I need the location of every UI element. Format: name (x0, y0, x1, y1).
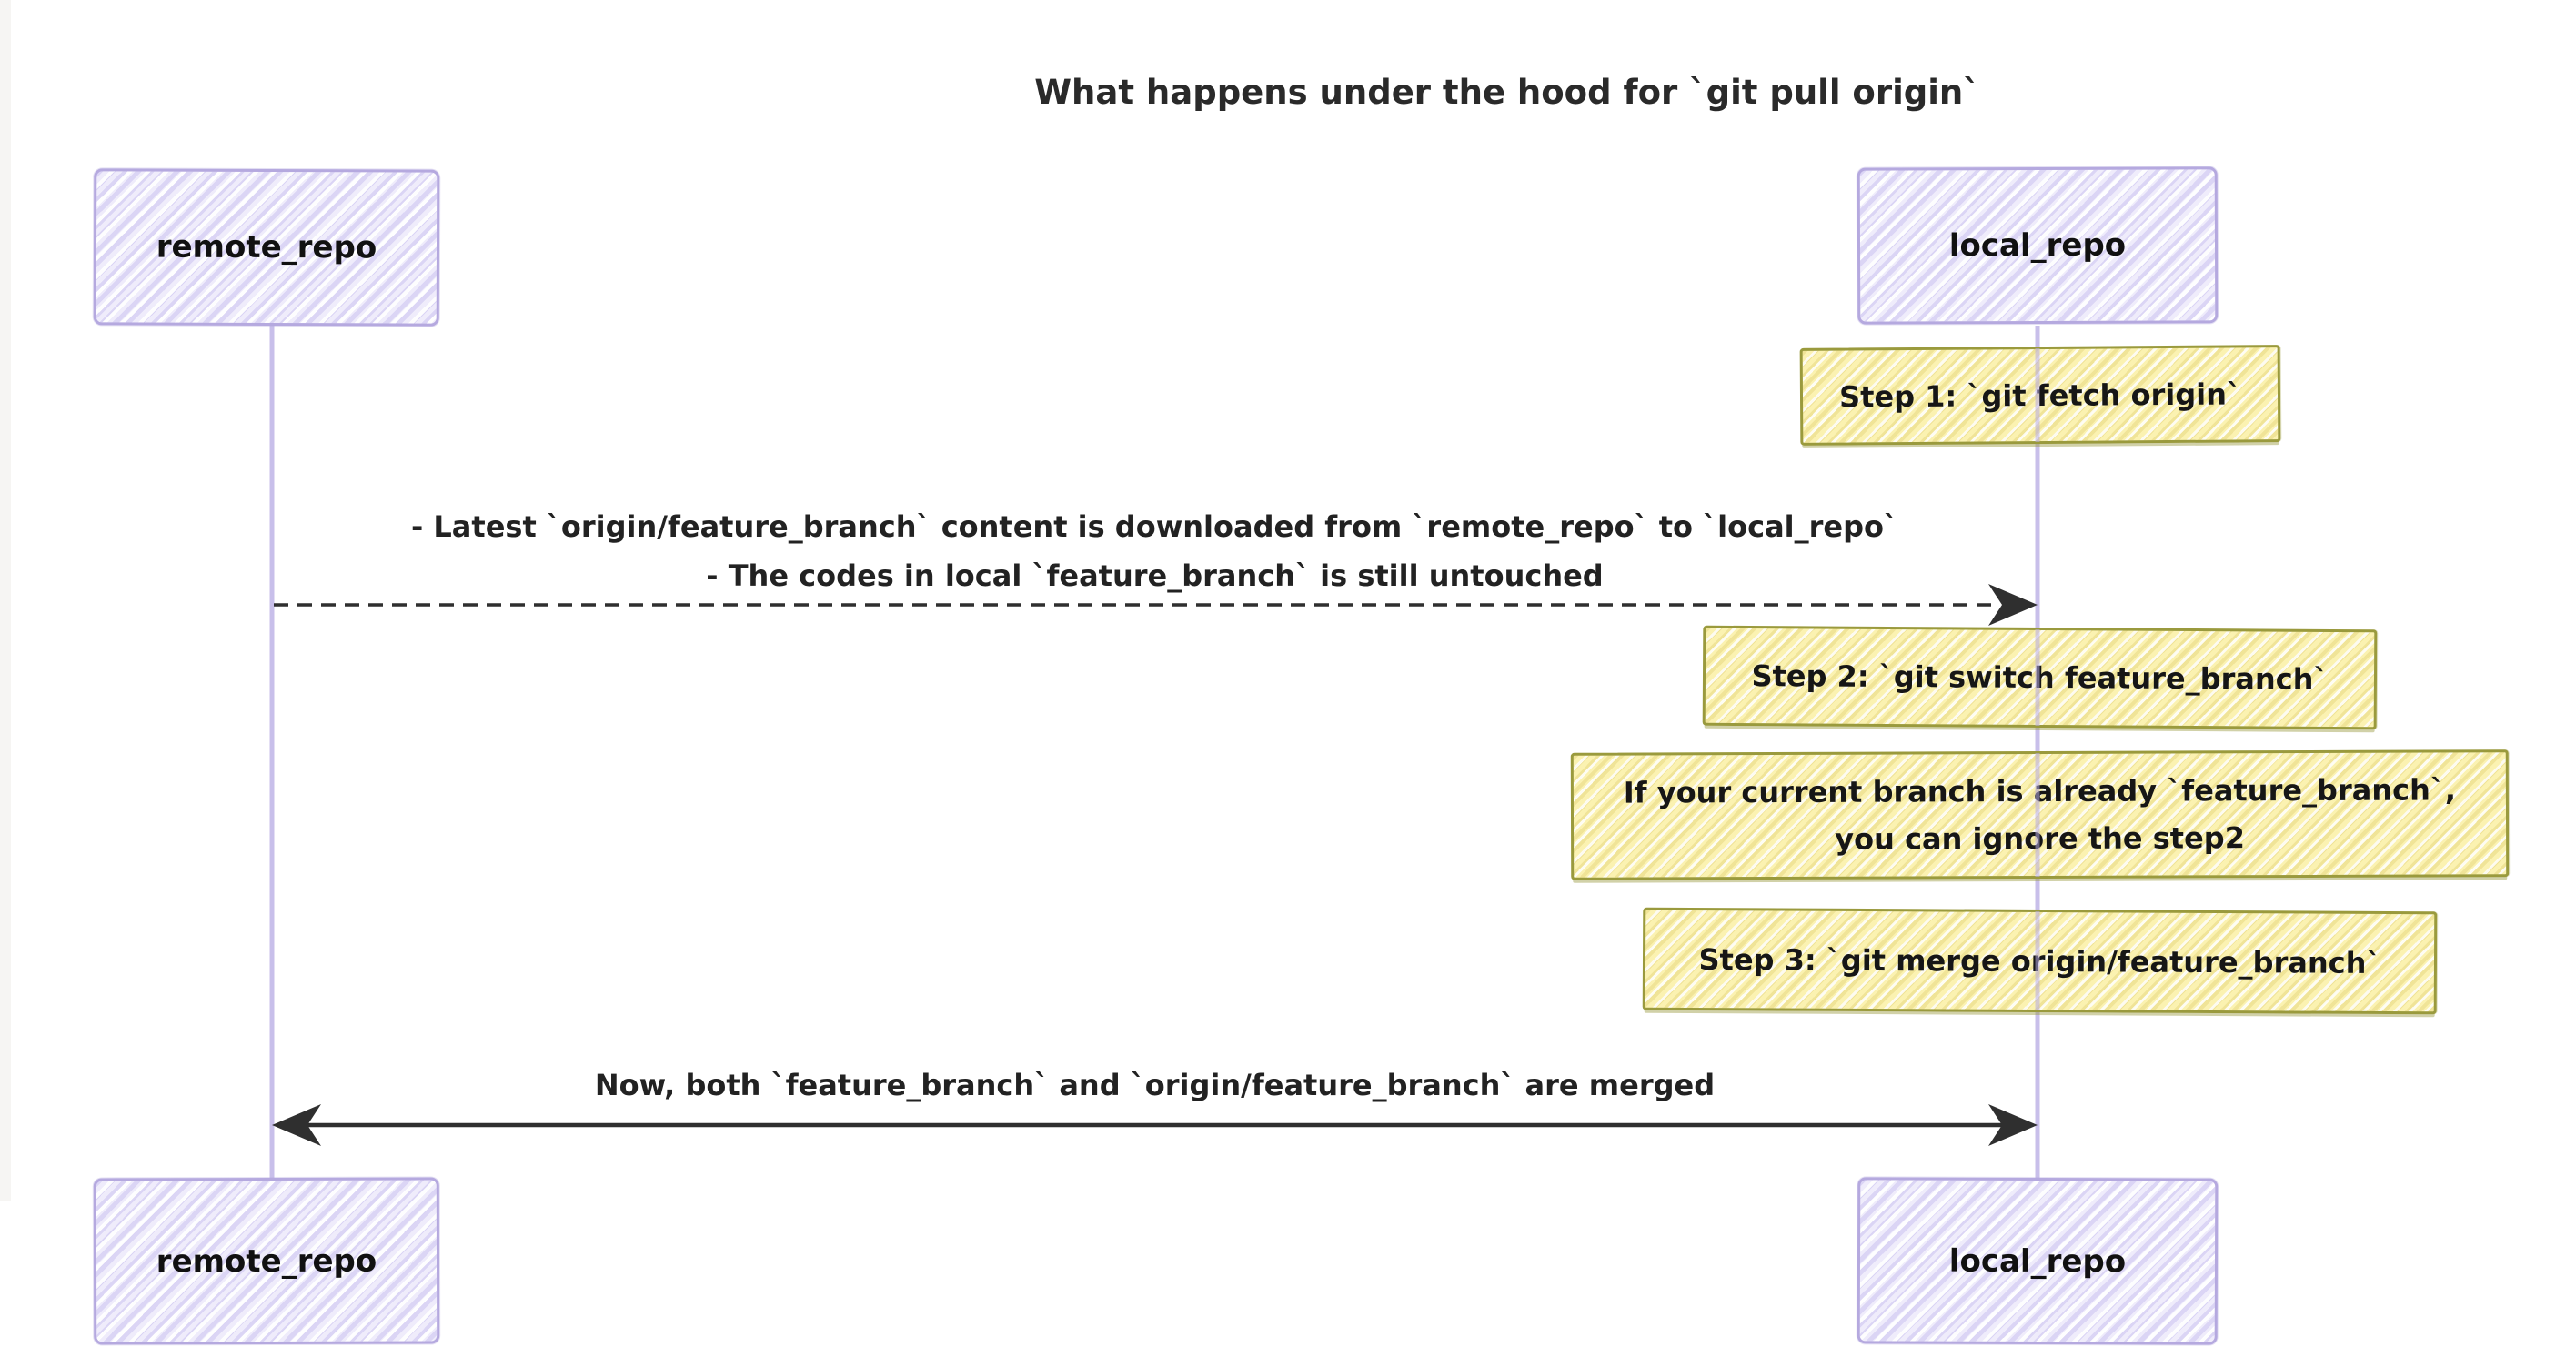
arrowhead-right-icon (1988, 584, 2038, 626)
actor-label: local_repo (1948, 226, 2127, 265)
actor-remote-repo-top: remote_repo (93, 168, 440, 327)
note-text: Step 1: `git fetch origin` (1838, 376, 2242, 415)
note-step3: Step 3: `git merge origin/feature_branch… (1642, 907, 2438, 1015)
actor-label: remote_repo (156, 1242, 377, 1280)
note-text: Step 2: `git switch feature_branch` (1751, 658, 2329, 697)
actor-label: local_repo (1948, 1242, 2127, 1280)
note-step1: Step 1: `git fetch origin` (1799, 345, 2281, 446)
note-text-line-2: you can ignore the step2 (1835, 820, 2245, 857)
message-merge-text: Now, both `feature_branch` and `origin/f… (594, 1068, 1716, 1102)
note-step2-hint: If your current branch is already `featu… (1570, 749, 2510, 880)
message-fetch-line-2: - The codes in local `feature_branch` is… (706, 558, 1604, 593)
actor-label: remote_repo (156, 228, 377, 266)
diagram-title: What happens under the hood for `git pul… (1034, 73, 1980, 112)
arrowhead-right-icon (1988, 1104, 2038, 1146)
actor-local-repo-bottom: local_repo (1857, 1177, 2219, 1345)
note-text-line-1: If your current branch is already `featu… (1623, 772, 2457, 810)
message-fetch: - Latest `origin/feature_branch` content… (272, 502, 2038, 600)
note-step2: Step 2: `git switch feature_branch` (1702, 625, 2378, 730)
actor-remote-repo-bottom: remote_repo (93, 1177, 440, 1345)
message-merge: Now, both `feature_branch` and `origin/f… (272, 1060, 2038, 1110)
note-text: Step 3: `git merge origin/feature_branch… (1698, 941, 2381, 980)
message-fetch-line-1: - Latest `origin/feature_branch` content… (410, 509, 1899, 544)
actor-local-repo-top: local_repo (1857, 166, 2219, 325)
arrowhead-left-icon (272, 1104, 321, 1146)
page-edge-strip (0, 0, 11, 1201)
